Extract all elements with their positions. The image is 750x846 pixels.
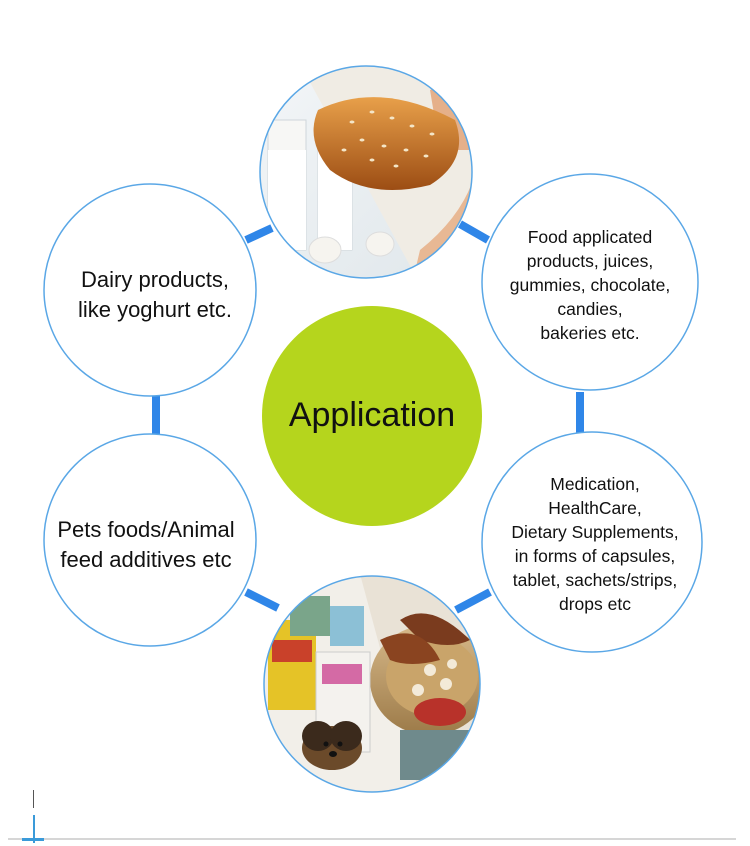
herbs-basket-icon (360, 576, 480, 792)
connector-bottom-med (454, 588, 492, 614)
footer-tick (33, 790, 34, 808)
photo-top-border (259, 65, 473, 279)
dog-icon (302, 721, 362, 770)
center-circle (262, 306, 482, 526)
footer-marker-icon (33, 815, 35, 843)
node-food-circle (481, 173, 699, 391)
connector-pets-bottom (244, 588, 280, 612)
connector-top-food (458, 220, 490, 244)
photo-bottom (264, 576, 480, 792)
bread-loaf-icon (313, 97, 460, 190)
footer-marker-bar (22, 838, 44, 841)
node-med-circle (481, 431, 703, 653)
connectors (152, 220, 584, 614)
footer-divider (8, 838, 736, 840)
connector-dairy-top (244, 224, 274, 244)
node-dairy-circle (43, 183, 257, 397)
egg-icon (308, 231, 395, 264)
node-pets-circle (43, 433, 257, 647)
photo-bottom-border (263, 575, 481, 793)
